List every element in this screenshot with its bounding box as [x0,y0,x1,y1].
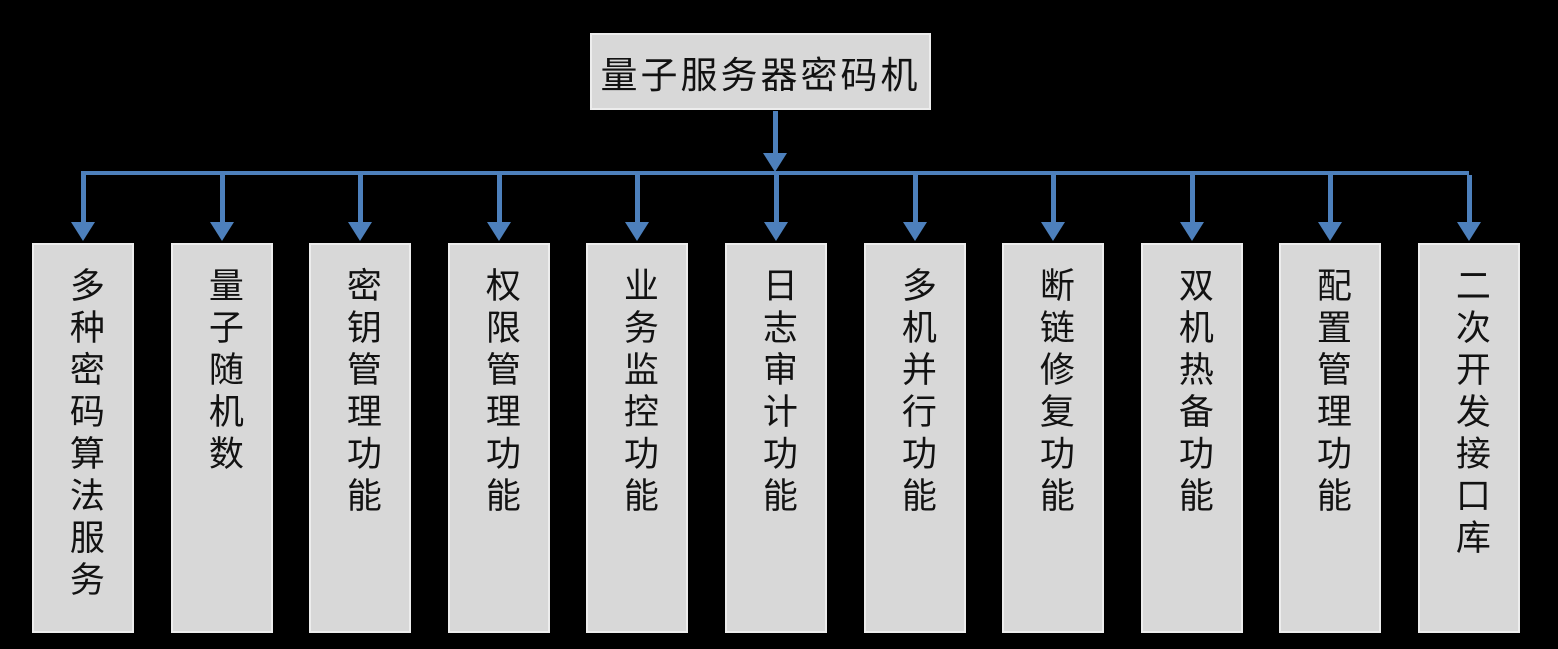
connector-horizontal-line [81,171,1469,175]
root-down-arrow-icon [763,111,787,172]
child-node-label: 二次开发接口库 [1449,267,1490,561]
branch-7: 多机并行功能 [864,175,966,633]
child-node-7: 多机并行功能 [864,243,966,633]
child-node-label: 量子随机数 [202,267,243,477]
child-node-label: 业务监控功能 [617,267,658,519]
branch-3: 密钥管理功能 [309,175,411,633]
down-arrow-icon [764,175,788,241]
arrow-head [210,222,234,241]
child-node-label: 权限管理功能 [479,267,520,519]
down-arrow-icon [487,175,511,241]
child-node-3: 密钥管理功能 [309,243,411,633]
down-arrow-icon [1041,175,1065,241]
child-node-4: 权限管理功能 [448,243,550,633]
root-node: 量子服务器密码机 [590,33,931,110]
arrow-shaft [634,175,640,222]
branch-11: 二次开发接口库 [1418,175,1520,633]
branch-2: 量子随机数 [171,175,273,633]
down-arrow-icon [71,175,95,241]
child-node-label: 日志审计功能 [756,267,797,519]
child-node-5: 业务监控功能 [586,243,688,633]
branch-10: 配置管理功能 [1279,175,1381,633]
branch-4: 权限管理功能 [448,175,550,633]
branch-1: 多种密码算法服务 [32,175,134,633]
arrow-shaft [1466,175,1472,222]
down-arrow-icon [1457,175,1481,241]
arrow-head [763,153,787,172]
child-node-2: 量子随机数 [171,243,273,633]
arrow-shaft [80,175,86,222]
child-node-label: 断链修复功能 [1033,267,1074,519]
arrow-head [1457,222,1481,241]
arrow-head [764,222,788,241]
down-arrow-icon [1180,175,1204,241]
arrow-shaft [219,175,225,222]
child-node-label: 密钥管理功能 [340,267,381,519]
arrow-head [625,222,649,241]
arrow-shaft [1050,175,1056,222]
child-node-label: 多机并行功能 [895,267,936,519]
child-node-10: 配置管理功能 [1279,243,1381,633]
branch-9: 双机热备功能 [1141,175,1243,633]
down-arrow-icon [348,175,372,241]
arrow-head [1180,222,1204,241]
root-node-label: 量子服务器密码机 [600,53,921,97]
arrow-shaft [1189,175,1195,222]
arrow-head [1318,222,1342,241]
arrow-head [348,222,372,241]
child-node-6: 日志审计功能 [725,243,827,633]
child-node-label: 配置管理功能 [1310,267,1351,519]
down-arrow-icon [903,175,927,241]
arrow-head [1041,222,1065,241]
arrow-head [903,222,927,241]
child-node-label: 多种密码算法服务 [63,267,104,603]
arrow-shaft [772,111,778,153]
arrow-shaft [496,175,502,222]
down-arrow-icon [625,175,649,241]
arrow-shaft [912,175,918,222]
branch-8: 断链修复功能 [1002,175,1104,633]
child-node-11: 二次开发接口库 [1418,243,1520,633]
child-node-9: 双机热备功能 [1141,243,1243,633]
child-node-label: 双机热备功能 [1172,267,1213,519]
child-node-8: 断链修复功能 [1002,243,1104,633]
child-node-1: 多种密码算法服务 [32,243,134,633]
branch-6: 日志审计功能 [725,175,827,633]
branch-5: 业务监控功能 [586,175,688,633]
arrow-shaft [1327,175,1333,222]
arrow-shaft [357,175,363,222]
down-arrow-icon [210,175,234,241]
arrow-head [487,222,511,241]
arrow-head [71,222,95,241]
arrow-shaft [773,175,779,222]
down-arrow-icon [1318,175,1342,241]
